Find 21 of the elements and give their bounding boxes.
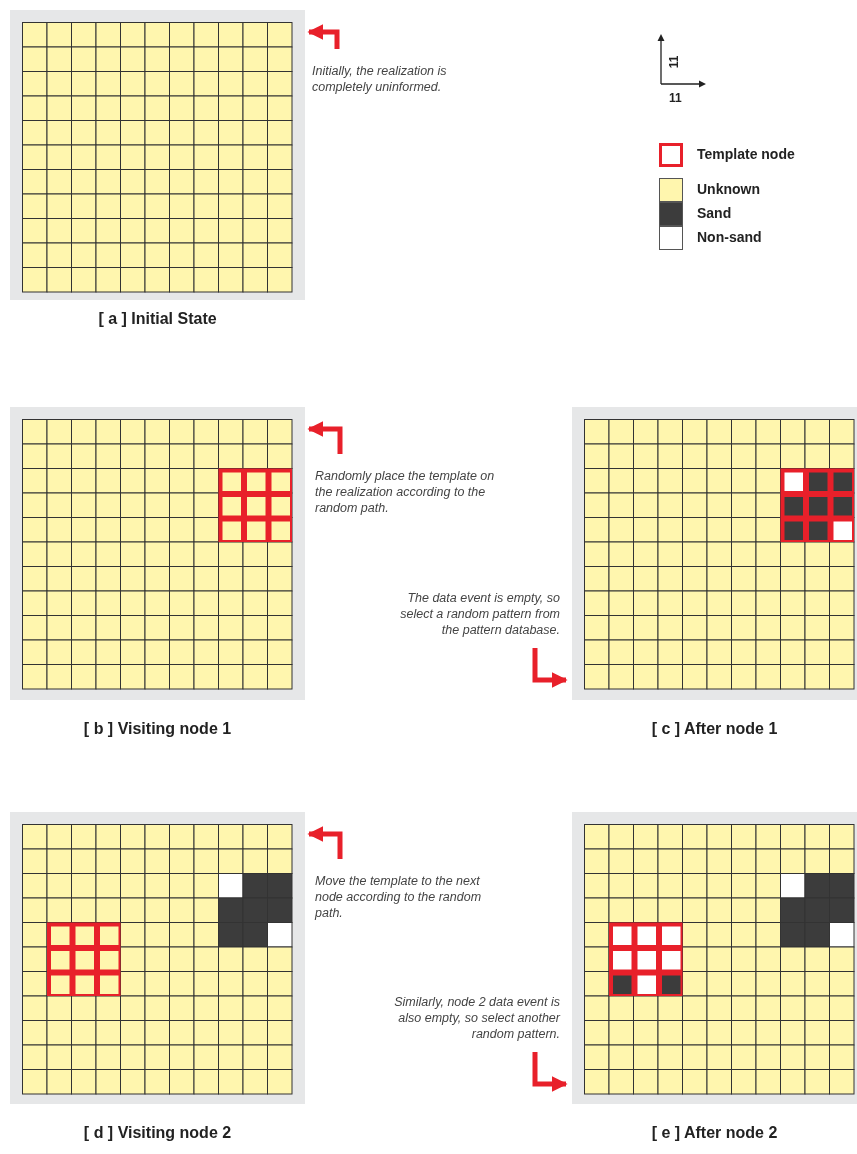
legend-label: Sand (697, 205, 732, 221)
bent-arrow (532, 648, 568, 688)
legend-label: Non-sand (697, 229, 762, 245)
legend-label: Template node (697, 146, 795, 162)
annotation-text: Randomly place the template on the realization according to the random path. (315, 468, 496, 516)
panel-caption: [ a ] Initial State (97, 310, 218, 328)
panel-caption: [ e ] After node 2 (650, 1124, 779, 1142)
panel-caption: [ c ] After node 1 (650, 720, 779, 738)
panel-caption: [ b ] Visiting node 1 (82, 720, 233, 738)
annotation-text: Initially, the realization is completely uninformed. (312, 63, 448, 95)
annotation-text: The data event is empty, so select a random pattern from the pattern database. (399, 590, 560, 638)
bent-arrow (307, 421, 343, 454)
axis-label: 11 (667, 55, 682, 69)
annotation-text: Move the template to the next node according to the random path. (315, 873, 483, 921)
bent-arrow (307, 826, 343, 859)
bent-arrow (532, 1052, 568, 1092)
bent-arrow (307, 24, 340, 49)
axis-label: 11 (669, 91, 682, 105)
annotation-text: Similarly, node 2 data event is also empty, so select another random pattern. (393, 994, 560, 1042)
legend-label: Unknown (697, 181, 760, 197)
panel-caption: [ d ] Visiting node 2 (82, 1124, 233, 1142)
